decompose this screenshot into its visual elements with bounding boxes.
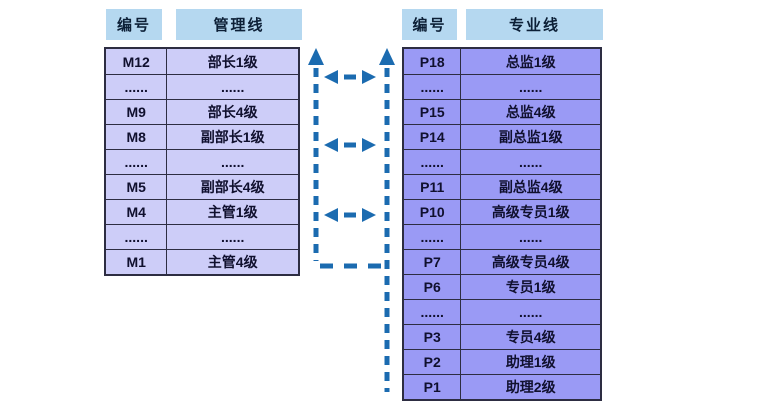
professional-title-cell: ...... [519, 154, 543, 170]
management-row: ............ [106, 224, 298, 249]
professional-row: P10 高级专员1级 [404, 199, 600, 224]
professional-code-cell: P3 [404, 325, 462, 349]
promotion-arrow-left-icon [308, 48, 324, 261]
transfer-arrow-middle-icon [324, 138, 376, 152]
professional-code-cell: ...... [404, 225, 462, 249]
professional-code-cell: P1 [404, 375, 462, 399]
left-header-code: 编号 [106, 9, 162, 40]
professional-row: P3 专员4级 [404, 324, 600, 349]
management-row: M5 副部长4级 [106, 174, 298, 199]
professional-title-cell: 副总监1级 [498, 129, 563, 145]
professional-title-cell: 总监4级 [505, 104, 556, 120]
transfer-arrow-bottom-icon [324, 208, 376, 222]
professional-code-cell: P15 [404, 100, 462, 124]
professional-title-cell: 专员1级 [505, 279, 556, 295]
management-title-cell: 副部长1级 [200, 129, 265, 145]
management-title-cell: 部长4级 [207, 104, 258, 120]
professional-title-cell: ...... [519, 229, 543, 245]
professional-code-cell: P6 [404, 275, 462, 299]
management-title-cell: ...... [221, 229, 245, 245]
management-title-cell: ...... [221, 79, 245, 95]
management-code-cell: M1 [106, 250, 168, 274]
management-title-cell: 主管4级 [207, 254, 258, 270]
professional-code-cell: ...... [404, 300, 462, 324]
professional-row: P15 总监4级 [404, 99, 600, 124]
professional-code-cell: ...... [404, 150, 462, 174]
management-code-cell: M4 [106, 200, 168, 224]
professional-row: P14 副总监1级 [404, 124, 600, 149]
professional-title-cell: 助理1级 [505, 354, 556, 370]
professional-row: ............ [404, 224, 600, 249]
management-row: ............ [106, 149, 298, 174]
management-title-cell: 主管1级 [207, 204, 258, 220]
management-code-cell: M8 [106, 125, 168, 149]
professional-row: P2 助理1级 [404, 349, 600, 374]
professional-row: ............ [404, 74, 600, 99]
management-title-cell: ...... [221, 154, 245, 170]
professional-title-cell: 总监1级 [505, 53, 556, 70]
management-code-cell: ...... [106, 75, 168, 99]
professional-code-cell: P7 [404, 250, 462, 274]
professional-title-cell: ...... [519, 304, 543, 320]
professional-row: P7 高级专员4级 [404, 249, 600, 274]
right-header-code: 编号 [402, 9, 457, 40]
professional-title-cell: 高级专员1级 [491, 204, 570, 220]
right-header-professional-line: 专业线 [466, 9, 603, 40]
management-code-cell: ...... [106, 225, 168, 249]
professional-row: P1 助理2级 [404, 374, 600, 399]
management-row: M1 主管4级 [106, 249, 298, 274]
professional-code-cell: P10 [404, 200, 462, 224]
management-row: M8 副部长1级 [106, 124, 298, 149]
professional-code-cell: P2 [404, 350, 462, 374]
management-row: M12 部长1级 [106, 49, 298, 74]
management-row: M4 主管1级 [106, 199, 298, 224]
professional-row: P18 总监1级 [404, 49, 600, 74]
professional-title-cell: 专员4级 [505, 329, 556, 345]
management-title-cell: 副部长4级 [200, 179, 265, 195]
management-code-cell: M9 [106, 100, 168, 124]
left-header-management-line: 管理线 [176, 9, 302, 40]
management-row: M9 部长4级 [106, 99, 298, 124]
professional-title-cell: ...... [519, 79, 543, 95]
professional-code-cell: P18 [404, 49, 462, 74]
professional-row: P6 专员1级 [404, 274, 600, 299]
professional-title-cell: 高级专员4级 [491, 254, 570, 270]
professional-row: ............ [404, 149, 600, 174]
management-code-cell: M12 [106, 49, 168, 74]
professional-code-cell: P14 [404, 125, 462, 149]
professional-title-cell: 助理2级 [505, 379, 556, 395]
professional-row: ............ [404, 299, 600, 324]
promotion-arrow-right-icon [379, 48, 395, 392]
management-code-cell: ...... [106, 150, 168, 174]
management-title-cell: 部长1级 [207, 53, 258, 70]
transfer-arrow-top-icon [324, 70, 376, 84]
management-code-cell: M5 [106, 175, 168, 199]
professional-code-cell: ...... [404, 75, 462, 99]
professional-code-cell: P11 [404, 175, 462, 199]
management-row: ............ [106, 74, 298, 99]
professional-title-cell: 副总监4级 [498, 179, 563, 195]
professional-row: P11 副总监4级 [404, 174, 600, 199]
